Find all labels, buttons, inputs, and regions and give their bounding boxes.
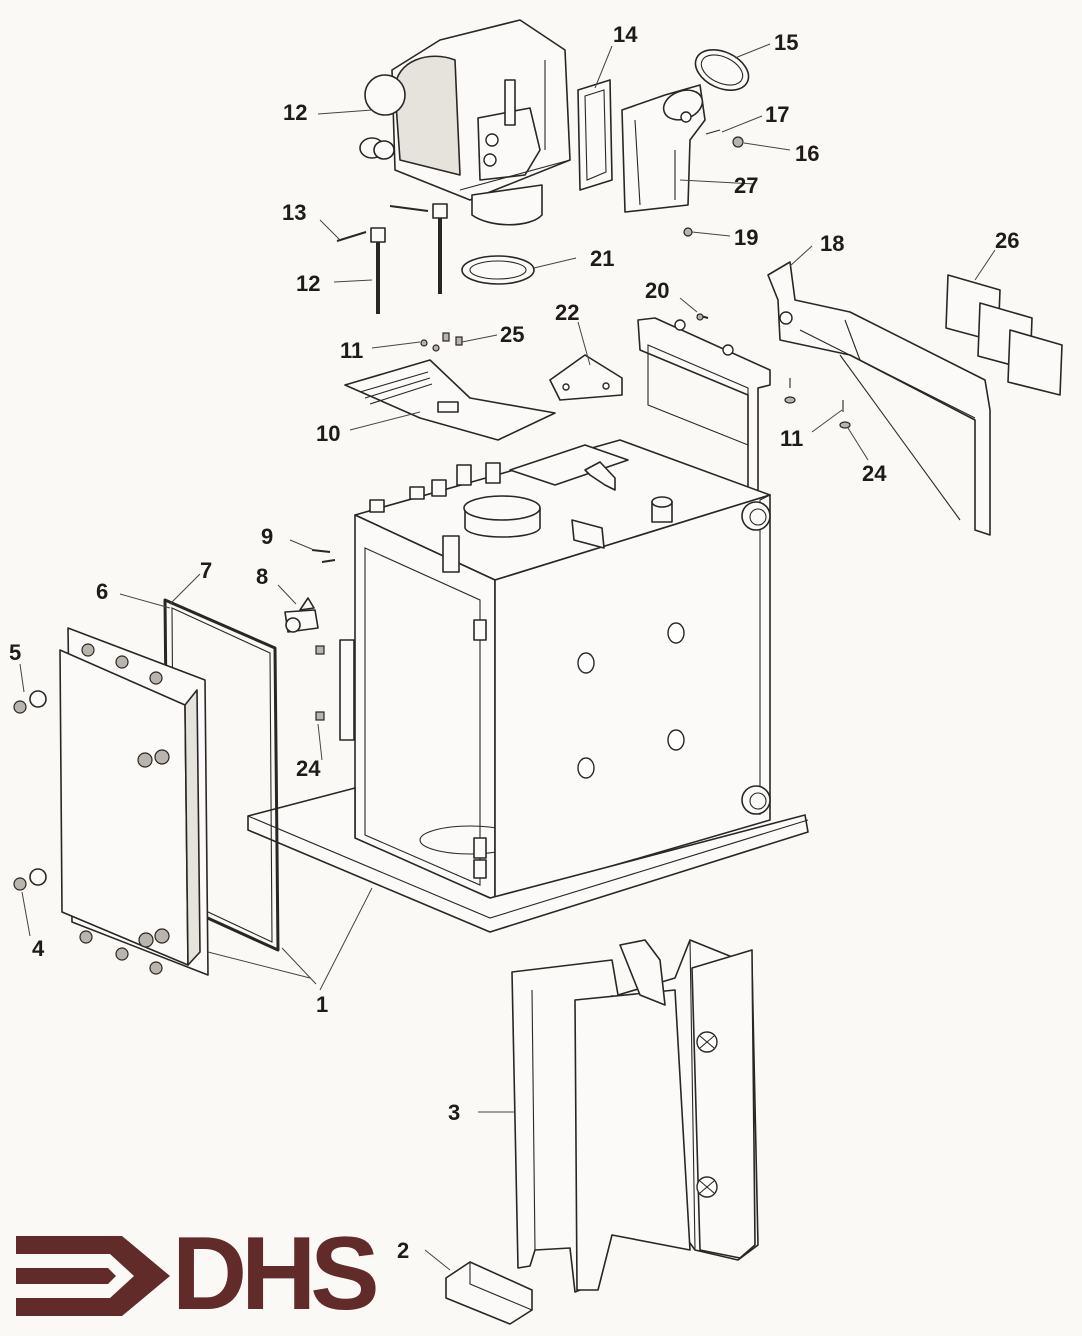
o-ring-22	[461, 255, 535, 285]
logo-text: DHS	[172, 1216, 380, 1332]
callout-3: 3	[448, 1100, 461, 1125]
fasteners-11-25	[420, 332, 851, 429]
callout-1: 1	[316, 992, 329, 1017]
callout-5: 5	[9, 640, 22, 665]
filter-pads-26	[945, 274, 1063, 396]
callout-9: 9	[261, 524, 274, 549]
wire-13	[336, 205, 429, 242]
burner-assembly	[359, 19, 571, 226]
callout-15: 14	[613, 22, 638, 47]
callout-13: 13	[282, 200, 307, 225]
callout-6: 6	[96, 579, 109, 604]
callout-7: 7	[200, 558, 213, 583]
leader-lines	[19, 43, 996, 1271]
dhs-logo: DHS	[10, 1222, 380, 1326]
screws-9	[311, 549, 336, 563]
callout-25: 25	[500, 322, 525, 347]
callout-24-left: 24	[296, 756, 321, 781]
boiler-body	[339, 317, 771, 901]
callout-27: 27	[734, 173, 759, 198]
air-intake-elbow-27	[621, 84, 706, 213]
nuts-24	[315, 645, 325, 721]
callout-16: 15	[774, 30, 799, 55]
gasket-15	[577, 79, 613, 191]
callout-11-left: 11	[340, 338, 364, 363]
callout-21: 20	[645, 278, 670, 303]
callout-18: 17	[765, 102, 790, 127]
callout-10: 10	[316, 421, 341, 446]
callout-12: 12	[296, 271, 321, 296]
baffle-3	[511, 939, 759, 1293]
front-door-1	[59, 643, 201, 975]
washers-4-5	[13, 690, 47, 891]
callout-14: 12	[283, 100, 308, 125]
nut-20	[683, 227, 693, 237]
callout-19: 18	[820, 231, 845, 256]
electrode-12	[370, 203, 448, 314]
callout-23: 22	[555, 300, 580, 325]
screw-21	[696, 313, 709, 321]
bracket-23	[549, 354, 623, 401]
grommet-17	[732, 136, 744, 148]
callout-11-right: 11	[780, 426, 804, 451]
drain-valve-8	[284, 597, 319, 633]
bracket-19	[767, 261, 991, 536]
callout-8: 8	[256, 564, 269, 589]
callout-26: 26	[995, 228, 1020, 253]
spacer-2	[445, 1261, 533, 1325]
callout-17: 16	[795, 141, 820, 166]
hose-clamp-16	[694, 49, 750, 91]
arrow-logo-icon	[16, 1236, 170, 1316]
callout-24-right: 24	[862, 461, 887, 486]
callout-20: 19	[734, 225, 759, 250]
callout-2: 2	[397, 1238, 410, 1263]
cover-plate-10	[344, 359, 556, 441]
base-plate	[247, 787, 809, 933]
screw-18	[705, 129, 721, 135]
callout-4: 4	[32, 936, 45, 961]
callout-22: 21	[590, 246, 615, 271]
